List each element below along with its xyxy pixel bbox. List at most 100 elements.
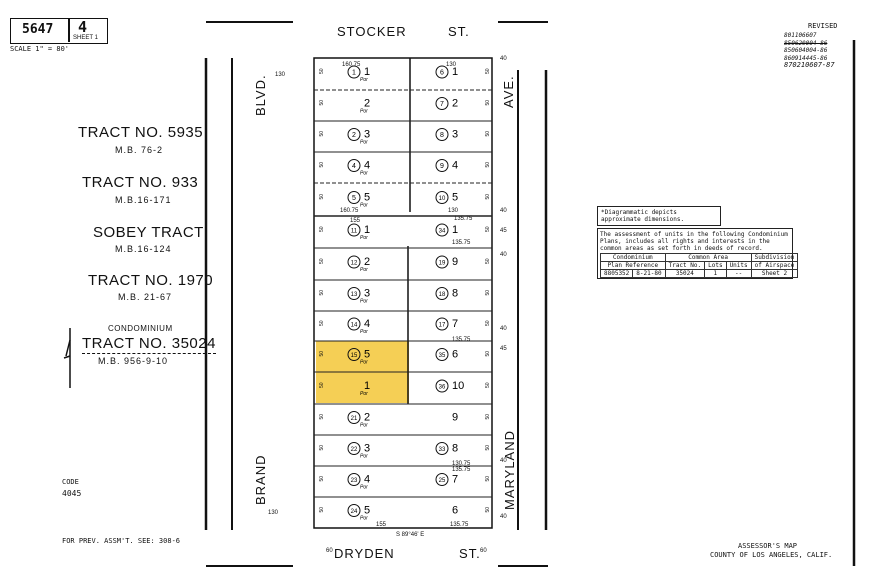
parcel-number-right: 35 xyxy=(439,353,446,359)
table-cell: 1 xyxy=(704,269,727,278)
parcel-number-right-circle xyxy=(435,287,449,300)
dim-lot-edge: 45 xyxy=(500,228,507,234)
dim-top-right: 130 xyxy=(446,62,457,68)
revised-entry: 850620004-86 xyxy=(784,39,828,47)
parcel-number-left: 2 xyxy=(352,132,356,139)
parcel-number-right-circle xyxy=(435,159,449,172)
dim-lot-depth-right: 50 xyxy=(485,100,491,106)
parcel-number-left-circle xyxy=(347,287,361,300)
dim-mid-width: 160.75 xyxy=(340,208,359,214)
parcel-number-left-circle xyxy=(347,317,361,331)
tract-ref: M.B.16-171 xyxy=(115,195,172,205)
parcel-number-left-circle xyxy=(347,473,361,486)
dim-lot-depth-right: 50 xyxy=(485,162,491,168)
lot-lines xyxy=(314,89,492,498)
lot-number-left: 4 xyxy=(364,160,370,172)
dim-lot-depth-left: 50 xyxy=(319,258,325,264)
dim-lot-depth-left: 50 xyxy=(319,414,325,420)
street-top: STOCKER xyxy=(337,24,407,39)
revised-entry: 850604004-86 xyxy=(784,47,828,54)
dim-lot-depth-left: 50 xyxy=(319,194,325,200)
parcel-number-right-circle xyxy=(435,97,449,110)
revised-entry: 870210607-87 xyxy=(784,61,835,69)
dim-lot-depth-left: 50 xyxy=(319,507,325,513)
code-label: CODE xyxy=(62,478,79,486)
lot-note-left: Por xyxy=(360,77,368,83)
dim-lot-depth-left: 50 xyxy=(319,290,325,296)
lot-number-left: 2 xyxy=(364,412,370,424)
lot-note-left: Por xyxy=(360,485,368,491)
dim-mid-right: 130 xyxy=(448,208,459,214)
lot-number-left: 3 xyxy=(364,288,370,300)
parcel-number-right: 36 xyxy=(439,385,446,391)
dim-street-left: 60 xyxy=(326,548,333,554)
dim-lot-depth-left: 50 xyxy=(319,320,325,326)
parcel-number-left-circle xyxy=(347,255,361,269)
lot-note-left: Por xyxy=(360,329,368,335)
parcel-number-left-circle xyxy=(347,65,361,79)
dim-right-b: 135.75 xyxy=(452,337,471,343)
parcel-number-right-circle xyxy=(435,317,449,331)
dim-lot-depth-right: 50 xyxy=(485,382,491,388)
parcel-number-left: 22 xyxy=(351,447,358,453)
tract-ref: M.B. 76-2 xyxy=(115,145,164,155)
parcel-number-left-circle xyxy=(347,411,361,424)
parcel-number-right-circle xyxy=(435,348,449,361)
dim-lot-depth-right: 50 xyxy=(485,320,491,326)
street-bottom: DRYDEN xyxy=(334,546,395,561)
dim-lot-edge: 40 xyxy=(500,252,507,258)
lot-number-left: 3 xyxy=(364,129,370,141)
parcel-number-right-circle xyxy=(435,473,449,486)
sheet-label: SHEET 1 xyxy=(73,35,98,41)
parcel-number-left: 24 xyxy=(351,509,358,515)
parcel-number-left-circle xyxy=(347,223,361,237)
dim-lot-depth-right: 50 xyxy=(485,290,491,296)
parcel-number-left: 1 xyxy=(352,70,356,77)
lot-number-right: 8 xyxy=(452,443,458,455)
parcel-number-left: 14 xyxy=(351,323,358,329)
dim-bottom-width: 155 xyxy=(376,522,387,528)
lot-number-right: 6 xyxy=(452,349,458,361)
dim-lot-edge: 45 xyxy=(500,346,507,352)
lot-number-left: 4 xyxy=(364,474,370,486)
revised-entry: 860914445-86 xyxy=(784,54,828,62)
dim-lot-depth-left: 50 xyxy=(319,476,325,482)
table-row: Plan Reference Tract No. Lots Units of A… xyxy=(600,261,799,270)
map-page-number: 4 xyxy=(78,18,88,36)
parcel-number-right-circle xyxy=(435,379,449,393)
diagram-note-text: *Diagrammatic depicts approximate dimens… xyxy=(601,209,685,223)
lot-number-left: 5 xyxy=(364,192,370,204)
dim-bottom-right: 135.75 xyxy=(450,522,469,528)
parcel-number-right: 10 xyxy=(439,196,446,202)
tract-title: TRACT NO. 933 xyxy=(82,174,199,191)
parcel-number-right: 8 xyxy=(440,132,444,139)
dim-bearing: S 89°46' E xyxy=(396,532,424,538)
condo-tract-ref: M.B. 956-9-10 xyxy=(98,356,169,366)
dim-lot-depth-left: 50 xyxy=(319,445,325,451)
dim-lot-depth-right: 50 xyxy=(485,131,491,137)
lot-number-left: 3 xyxy=(364,443,370,455)
parcel-number-left: 13 xyxy=(351,292,358,298)
lot-note-left: Por xyxy=(360,360,368,366)
lot-number-right: 5 xyxy=(452,192,458,204)
street-bottom-suffix: ST. xyxy=(459,546,481,561)
lot-number-left: 2 xyxy=(364,256,370,268)
header-divider xyxy=(68,18,70,42)
lot-note-left: Por xyxy=(360,454,368,460)
lot-note-left: Por xyxy=(360,423,368,429)
parcel-number-left-circle xyxy=(347,348,361,361)
code-value: 4045 xyxy=(62,489,82,498)
lot-number-right: 6 xyxy=(452,505,458,517)
lot-number-left: 5 xyxy=(364,505,370,517)
dim-lot-edge: 40 xyxy=(500,56,507,62)
dim-lot-edge: 40 xyxy=(500,514,507,520)
lot-note-left: Por xyxy=(360,267,368,273)
revised-entry: 801106607 xyxy=(784,32,817,39)
dim-lot-edge: 40 xyxy=(500,208,507,214)
table-cell: Sheet 2 xyxy=(750,269,799,278)
parcel-number-right: 9 xyxy=(440,163,444,170)
lot-number-right: 7 xyxy=(452,318,458,330)
